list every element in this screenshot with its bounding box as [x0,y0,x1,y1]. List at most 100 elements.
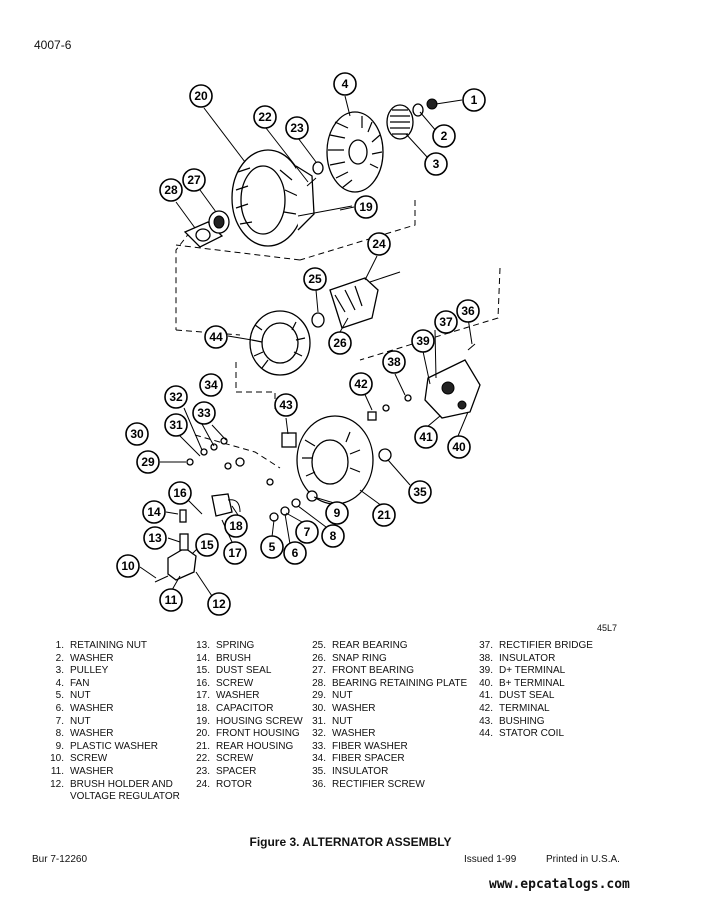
legend-item: 24.ROTOR [186,779,303,792]
legend-item-name: RECTIFIER SCREW [332,778,425,790]
legend-item-number: 6. [55,702,64,714]
callout-19: 19 [354,195,378,219]
legend-item-name: NUT [332,715,353,727]
figure-title: Figure 3. ALTERNATOR ASSEMBLY [249,835,452,849]
callout-24: 24 [367,232,391,256]
legend-item-number: 26. [312,652,326,664]
legend-item-name: CAPACITOR [216,702,274,714]
legend-item-name: WASHER [216,690,260,702]
issue-date: Issued 1-99 [464,854,517,865]
svg-text:34: 34 [204,378,218,392]
legend-item-name: FRONT BEARING [332,665,415,677]
legend-item-number: 42. [479,702,493,714]
legend-item-name: PLASTIC WASHER [70,740,158,752]
legend-item: 31. NUT [302,716,467,729]
svg-text:28: 28 [164,183,178,197]
callout-30: 30 [125,422,149,446]
svg-text:11: 11 [165,593,178,607]
legend-item-number: 5. [55,690,64,702]
callout-18: 18 [224,514,248,538]
legend-item-name: SCREW [216,677,254,689]
legend-item-number: 30. [312,702,326,714]
legend-item-name: DUST SEAL [216,665,272,677]
legend-item-name: WASHER [70,765,114,777]
callout-35: 35 [408,480,432,504]
svg-text:39: 39 [416,334,430,348]
svg-text:36: 36 [461,304,475,318]
rear-housing-drawing [281,415,392,505]
legend-item-name: FIBER WASHER [332,740,408,752]
svg-text:41: 41 [419,430,433,444]
svg-text:37: 37 [439,315,453,329]
legend-item: 30.WASHER [302,703,467,716]
legend-item-number: 12. [50,778,64,790]
callout-10: 10 [116,554,140,578]
legend-item-number: 44. [479,728,493,740]
legend-item: 18.CAPACITOR [186,703,303,716]
legend-item: 32. WASHER [302,728,467,741]
svg-text:26: 26 [333,336,347,350]
callout-21: 21 [372,503,396,527]
callout-31: 31 [164,413,188,437]
callout-43: 43 [274,393,298,417]
legend-item: 17.WASHER [186,690,303,703]
legend-item-number: 31. [312,715,326,727]
screw-22-drawing [306,177,317,187]
callout-32: 32 [164,385,188,409]
legend-item-name: FIBER SPACER [332,753,405,765]
svg-text:8: 8 [330,529,337,543]
legend-item-name: BRUSH [216,652,252,664]
legend-item-name: BUSHING [499,715,545,727]
svg-text:27: 27 [187,173,201,187]
legend-item-name: ROTOR [216,778,252,790]
callout-3: 3 [424,152,448,176]
legend-item-name: B+ TERMINAL [499,677,565,689]
legend-item: 13.SPRING [186,640,303,653]
svg-text:25: 25 [308,272,322,286]
legend-item: 1.RETAINING NUT [40,640,180,653]
legend-item-name: HOUSING SCREW [216,715,303,727]
legend-item-number: 2. [55,652,64,664]
callout-27: 27 [182,168,206,192]
legend-item-number: 34. [312,753,326,765]
front-housing-drawing [231,149,315,247]
svg-text:22: 22 [258,110,272,124]
legend-item: 22.SCREW [186,753,303,766]
svg-text:24: 24 [372,237,386,251]
callout-8: 8 [321,524,345,548]
callout-34: 34 [199,373,223,397]
legend-item-number: 4. [55,677,64,689]
legend-item-number: 15. [196,665,210,677]
callout-42: 42 [349,372,373,396]
svg-text:9: 9 [334,506,341,520]
legend-item-number: 40. [479,677,493,689]
callout-25: 25 [303,267,327,291]
legend-item-name: INSULATOR [499,652,556,664]
legend-item-name: TERMINAL [499,702,550,714]
legend-item-name: SPACER [216,765,257,777]
legend-item: 39.D+ TERMINAL [469,665,593,678]
legend-item-name: INSULATOR [332,765,389,777]
print-location: Printed in U.S.A. [546,854,620,865]
legend-item-name: NUT [70,715,91,727]
legend-item-name: BEARING RETAINING PLATE [332,677,468,689]
callout-17: 17 [223,541,247,565]
legend-item-number: 11. [50,765,64,777]
legend-item-name: SNAP RING [332,652,387,664]
leader-lines [139,95,473,597]
legend-item-number: 8. [55,728,64,740]
legend-item-name: DUST SEAL [499,690,555,702]
legend-item-number: 32. [312,728,326,740]
legend-item: 43.BUSHING [469,716,593,729]
legend-item-number: 36. [312,778,326,790]
legend-item-name: WASHER [332,728,376,740]
svg-text:2: 2 [441,129,448,143]
legend-item: 41.DUST SEAL [469,690,593,703]
legend-item: 23.SPACER [186,766,303,779]
housing-screw-drawing [297,205,353,217]
legend-item-name: REAR BEARING [332,640,408,651]
legend-item: 7.NUT [40,716,180,729]
legend-item: 4.FAN [40,678,180,691]
